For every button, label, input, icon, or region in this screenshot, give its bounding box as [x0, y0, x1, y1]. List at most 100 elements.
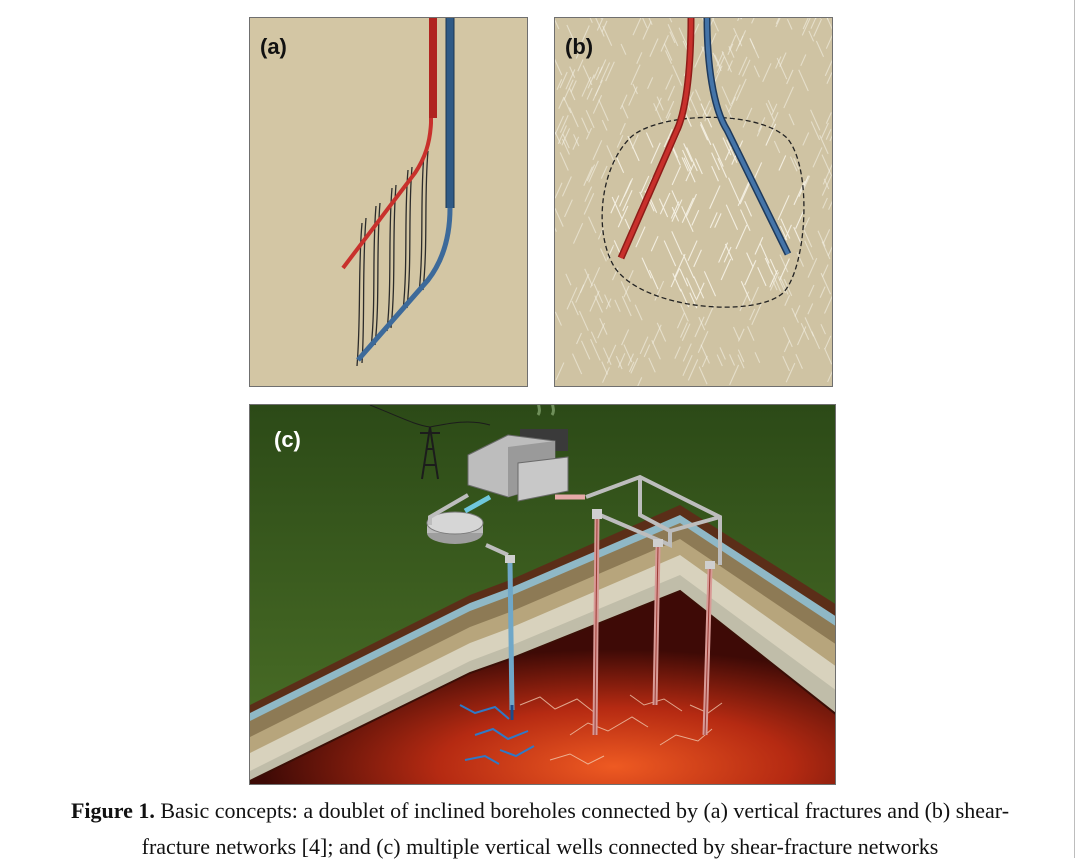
fracture-line	[765, 123, 777, 146]
fracture-line	[584, 268, 593, 287]
fracture-line	[558, 97, 565, 110]
fracture-line	[654, 280, 665, 301]
fracture-line	[586, 164, 596, 182]
fracture-line	[793, 226, 802, 244]
fracture-line	[561, 128, 571, 146]
fracture-line	[826, 72, 832, 84]
fracture-line	[576, 332, 582, 345]
fracture-line	[788, 113, 795, 126]
fracture-line	[771, 103, 778, 116]
fracture-line	[639, 336, 649, 355]
fracture-line	[599, 62, 611, 84]
fracture-line	[780, 218, 791, 239]
fracture-line	[801, 18, 811, 36]
fracture-line	[808, 30, 815, 42]
fracture-line	[802, 132, 810, 146]
fracture-line	[583, 166, 593, 187]
fracture-line	[704, 106, 712, 122]
fracture-line	[588, 160, 599, 183]
panel-a-vertical-fractures: (a)	[249, 17, 528, 387]
fracture-line	[827, 246, 832, 257]
fracture-line	[753, 162, 763, 180]
fracture-line	[583, 193, 595, 215]
figure-caption-heading: Figure 1.	[70, 798, 155, 823]
fracture-line	[779, 258, 790, 281]
fracture-line	[694, 316, 705, 338]
fracture-line	[819, 18, 821, 19]
fracture-line	[656, 322, 667, 342]
fracture-line	[728, 45, 735, 58]
fracture-line	[634, 304, 643, 321]
fracture-line	[682, 149, 692, 170]
fracture-line	[783, 86, 794, 109]
fracture-line	[714, 213, 722, 228]
fracture-line	[681, 206, 694, 233]
fracture-line	[610, 195, 620, 214]
fracture-line	[665, 74, 673, 90]
fracture-line	[746, 252, 754, 268]
panel-b-shear-fracture-network: (b)	[554, 17, 833, 387]
fracture-line	[817, 230, 826, 247]
fracture-line	[795, 210, 804, 229]
fracture-line	[620, 43, 627, 55]
fracture-line	[775, 18, 781, 28]
fracture-line	[686, 193, 697, 217]
fracture-line	[819, 134, 829, 155]
fracture-line	[627, 270, 634, 282]
stimulated-zone-outline	[601, 116, 805, 308]
fracture-line	[810, 18, 817, 29]
fracture-line	[664, 50, 672, 64]
fracture-line	[802, 175, 811, 191]
fracture-line	[606, 344, 617, 364]
fracture-line	[737, 349, 745, 363]
fracture-line	[779, 254, 789, 273]
fracture-line	[821, 175, 832, 196]
fracture-line	[555, 19, 560, 30]
fracture-line	[604, 294, 611, 308]
fracture-line	[622, 190, 633, 212]
fracture-line	[685, 162, 695, 182]
fracture-line	[685, 277, 697, 299]
fracture-line	[555, 362, 565, 381]
figure-caption-text-1: Basic concepts: a doublet of inclined bo…	[154, 798, 1010, 823]
fracture-line	[671, 166, 682, 186]
fracture-line	[782, 355, 790, 372]
fracture-line	[621, 105, 629, 119]
fracture-line	[578, 310, 589, 331]
fracture-line	[810, 109, 821, 131]
fracture-line	[555, 182, 563, 199]
fracture-line	[653, 103, 664, 124]
fracture-line	[584, 186, 593, 202]
fracture-line	[652, 324, 662, 344]
fracture-line	[555, 207, 564, 227]
fracture-line	[559, 115, 569, 133]
fracture-line	[749, 308, 756, 321]
fracture-line	[691, 209, 700, 226]
figure-caption-text-2: fracture networks [4]; and (c) multiple …	[141, 834, 939, 859]
panel-b-label: (b)	[565, 34, 594, 59]
fracture-line	[615, 154, 625, 174]
fracture-line	[798, 175, 809, 197]
fracture-line	[619, 94, 628, 110]
fracture-line	[660, 35, 669, 52]
fracture-line	[796, 252, 805, 267]
fracture-line	[802, 227, 813, 248]
fracture-line	[693, 249, 702, 268]
fracture-line	[821, 241, 831, 260]
fracture-line	[614, 299, 621, 312]
fracture-line	[732, 326, 740, 340]
fracture-line	[711, 152, 720, 171]
fracture-line	[678, 27, 689, 49]
fracture-line	[671, 231, 683, 255]
fracture-line	[593, 283, 604, 304]
fracture-line	[822, 197, 828, 209]
fracture-line	[738, 56, 748, 76]
fracture-line	[735, 224, 748, 250]
return-arrow-blue	[463, 494, 492, 514]
fracture-line	[775, 56, 782, 69]
fracture-line	[637, 377, 643, 386]
fracture-line	[784, 295, 791, 306]
injection-well-red	[617, 18, 695, 260]
fracture-line	[563, 79, 574, 101]
fracture-line	[798, 69, 809, 92]
